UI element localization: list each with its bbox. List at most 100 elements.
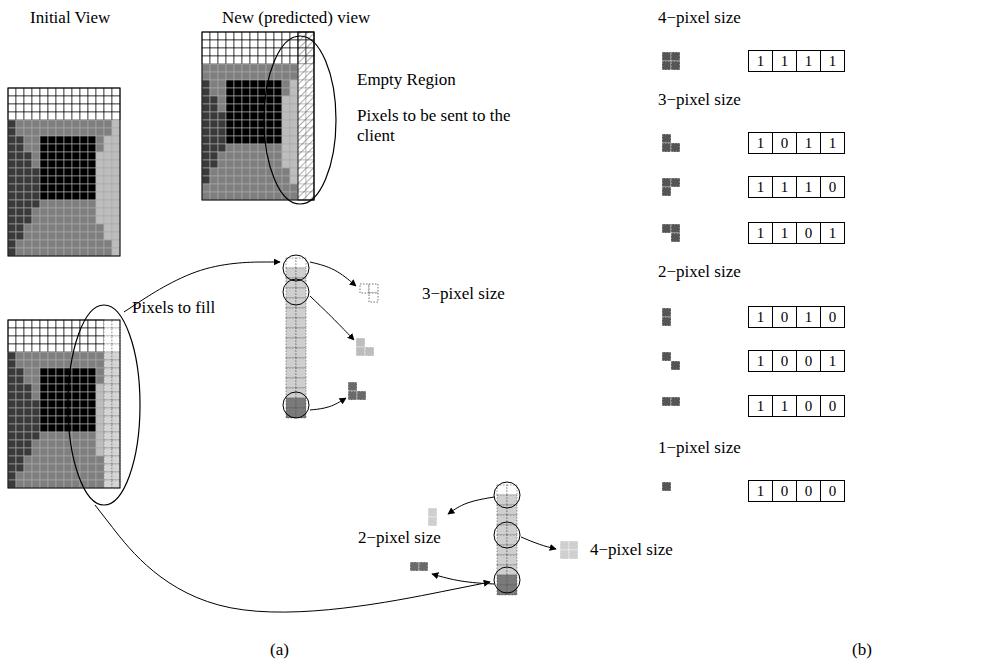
pixel <box>507 525 517 535</box>
pixel <box>242 88 250 96</box>
pixel <box>72 104 80 112</box>
pixel <box>80 424 88 432</box>
pixel <box>112 136 120 144</box>
pixel <box>88 328 96 336</box>
pixel <box>234 136 242 144</box>
pixel <box>96 152 104 160</box>
pixel <box>218 80 226 88</box>
pixel <box>72 184 80 192</box>
pixel <box>88 96 96 104</box>
pixel <box>8 144 16 152</box>
pixel <box>32 152 40 160</box>
pixel <box>104 456 112 464</box>
pixel <box>296 328 306 338</box>
pixel <box>290 72 298 80</box>
pixel <box>16 112 24 120</box>
pixel <box>112 368 120 376</box>
pixel <box>104 168 112 176</box>
pixel <box>290 136 298 144</box>
pixel <box>56 160 64 168</box>
pixel <box>64 328 72 336</box>
pixel <box>234 48 242 56</box>
pixel <box>242 128 250 136</box>
pixel <box>80 128 88 136</box>
pixel <box>16 480 24 488</box>
pixel <box>56 328 64 336</box>
pixel <box>242 112 250 120</box>
pixel <box>8 136 16 144</box>
pixel <box>64 176 72 184</box>
pixel <box>266 40 274 48</box>
pixel <box>234 144 242 152</box>
pixel <box>507 485 517 495</box>
pixel <box>104 480 112 488</box>
pixel <box>8 328 16 336</box>
pixel <box>48 160 56 168</box>
pixel <box>234 160 242 168</box>
pixel <box>218 72 226 80</box>
pixel <box>40 240 48 248</box>
piece-pixel <box>671 224 680 233</box>
pixel <box>24 128 32 136</box>
pixel <box>24 336 32 344</box>
pixel <box>80 384 88 392</box>
pixel <box>80 464 88 472</box>
pixel <box>274 72 282 80</box>
pixel <box>234 80 242 88</box>
pixel <box>104 240 112 248</box>
pixel <box>258 168 266 176</box>
pixel <box>96 144 104 152</box>
pixel <box>88 208 96 216</box>
pixel <box>250 40 258 48</box>
pixel <box>48 232 56 240</box>
pixel <box>48 168 56 176</box>
pixel <box>112 112 120 120</box>
pixel <box>24 376 32 384</box>
pixel <box>210 96 218 104</box>
arrow <box>310 398 346 410</box>
pixel <box>286 358 296 368</box>
bit-cell: 1 <box>796 132 821 154</box>
pixel <box>24 192 32 200</box>
pixel <box>202 128 210 136</box>
pixel <box>80 408 88 416</box>
pixel <box>16 336 24 344</box>
pixel <box>80 176 88 184</box>
pixel <box>48 440 56 448</box>
pixel <box>32 424 40 432</box>
bit-cell: 1 <box>748 350 773 372</box>
pixel <box>497 495 507 505</box>
pixel <box>24 432 32 440</box>
pixel <box>8 384 16 392</box>
pixel <box>80 96 88 104</box>
pixel <box>72 416 80 424</box>
pixel <box>218 96 226 104</box>
pixel <box>72 240 80 248</box>
pixel <box>24 440 32 448</box>
pixel <box>250 144 258 152</box>
pixel <box>282 88 290 96</box>
pixel <box>104 200 112 208</box>
pixel <box>96 88 104 96</box>
pixel <box>112 424 120 432</box>
pixel <box>16 144 24 152</box>
pixel <box>242 192 250 200</box>
pixel <box>88 88 96 96</box>
pixel <box>226 184 234 192</box>
pixel <box>8 168 16 176</box>
pixel <box>112 128 120 136</box>
pixel <box>48 464 56 472</box>
pixel <box>24 168 32 176</box>
pixel <box>80 376 88 384</box>
pixel <box>282 32 290 40</box>
view-frame <box>202 32 314 200</box>
pixel <box>250 176 258 184</box>
pixel <box>24 216 32 224</box>
pixel <box>282 112 290 120</box>
pixel <box>282 176 290 184</box>
pixel <box>250 184 258 192</box>
pixel <box>56 232 64 240</box>
pixel <box>290 56 298 64</box>
pixel <box>266 184 274 192</box>
